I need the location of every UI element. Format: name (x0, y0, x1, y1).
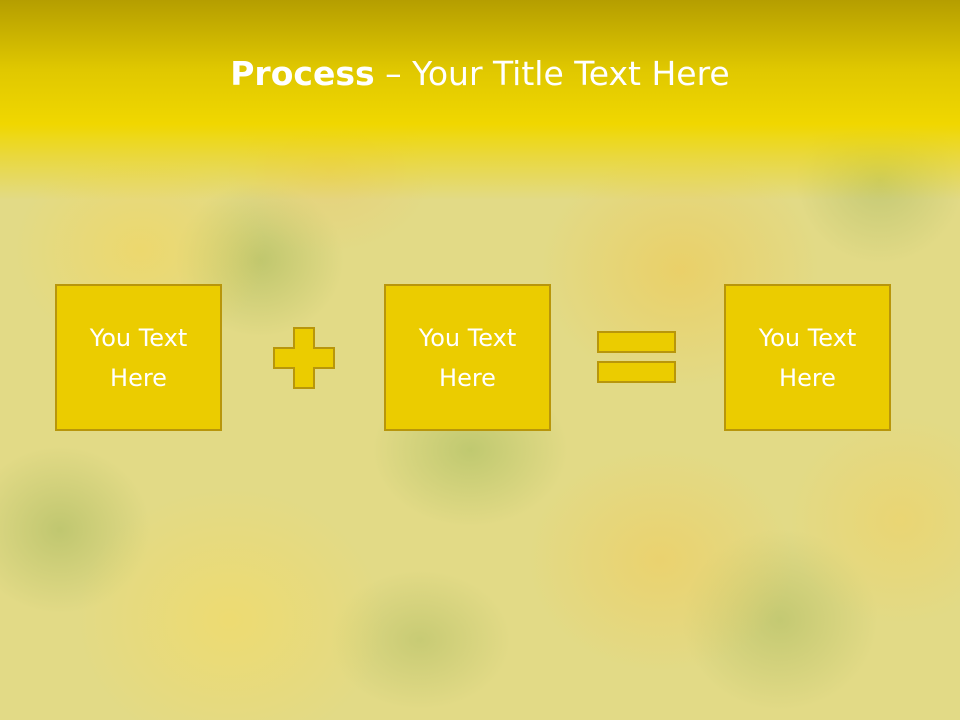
slide-title: Process – Your Title Text Here (0, 50, 960, 98)
title-rest: Your Title Text Here (412, 54, 730, 93)
text-box-2-label: You Text Here (418, 323, 517, 392)
text-box-1-label: You Text Here (89, 323, 188, 392)
equals-icon (597, 331, 676, 383)
title-bold: Process (230, 54, 375, 93)
plus-icon (273, 327, 335, 389)
text-box-3[interactable]: You Text Here (724, 284, 891, 431)
text-box-1[interactable]: You Text Here (55, 284, 222, 431)
title-dash: – (374, 54, 413, 93)
header-band (0, 0, 960, 200)
text-box-2[interactable]: You Text Here (384, 284, 551, 431)
text-box-3-label: You Text Here (758, 323, 857, 392)
